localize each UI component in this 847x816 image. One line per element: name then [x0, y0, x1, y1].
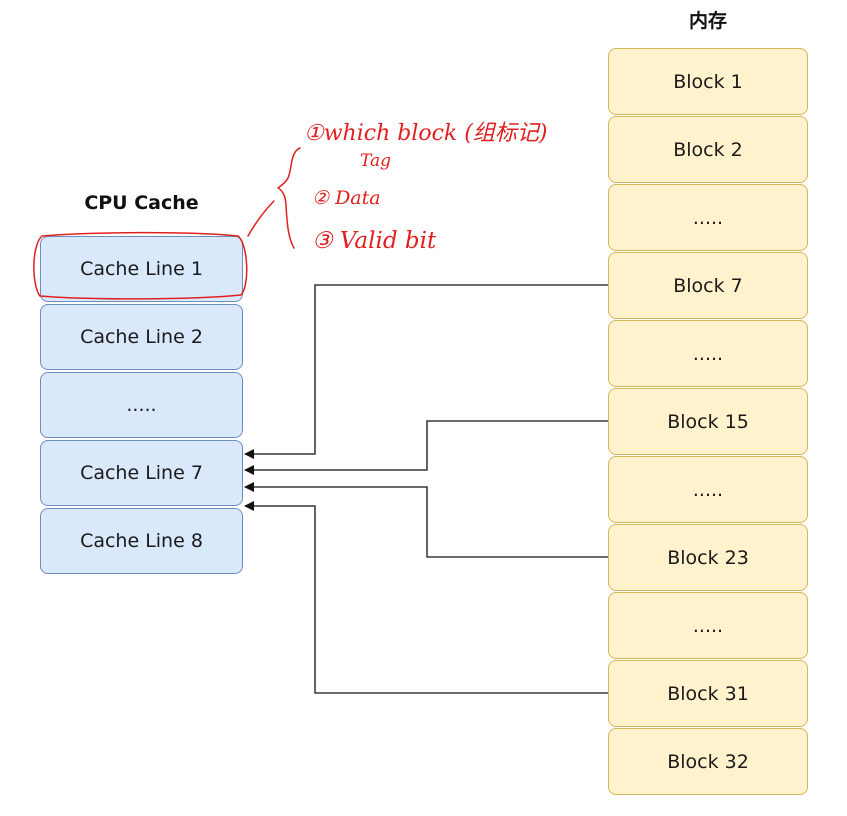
connector-block-23	[244, 482, 608, 558]
memory-block-1: Block 1	[608, 48, 808, 115]
cache-line-7: Cache Line 7	[40, 440, 243, 506]
memory-block-ellipsis-4: .....	[608, 592, 808, 659]
annotation-data: ② Data	[312, 187, 381, 209]
cpu-cache-title: CPU Cache	[84, 192, 199, 214]
memory-block-ellipsis-2: .....	[608, 320, 808, 387]
cache-line-2: Cache Line 2	[40, 304, 243, 370]
memory-block-7: Block 7	[608, 252, 808, 319]
annotation-brace	[277, 147, 301, 249]
cache-line-1: Cache Line 1	[40, 236, 243, 302]
annotation-tag: Tag	[360, 151, 391, 171]
cache-line-8: Cache Line 8	[40, 508, 243, 574]
memory-block-ellipsis-1: .....	[608, 184, 808, 251]
annotation-valid-bit: ③ Valid bit	[312, 228, 437, 254]
connector-block-7	[244, 284, 608, 459]
memory-block-31: Block 31	[608, 660, 808, 727]
memory-title: 内存	[688, 10, 727, 32]
cache-line-ellipsis: .....	[40, 372, 243, 438]
annotation-pointer	[247, 200, 275, 237]
memory-block-ellipsis-3: .....	[608, 456, 808, 523]
memory-block-32: Block 32	[608, 728, 808, 795]
memory-block-15: Block 15	[608, 388, 808, 455]
connector-block-31	[244, 501, 608, 694]
memory-block-2: Block 2	[608, 116, 808, 183]
connector-block-15	[244, 420, 608, 475]
memory-block-23: Block 23	[608, 524, 808, 591]
annotation-which-block: ①which block (组标记)	[304, 121, 547, 146]
